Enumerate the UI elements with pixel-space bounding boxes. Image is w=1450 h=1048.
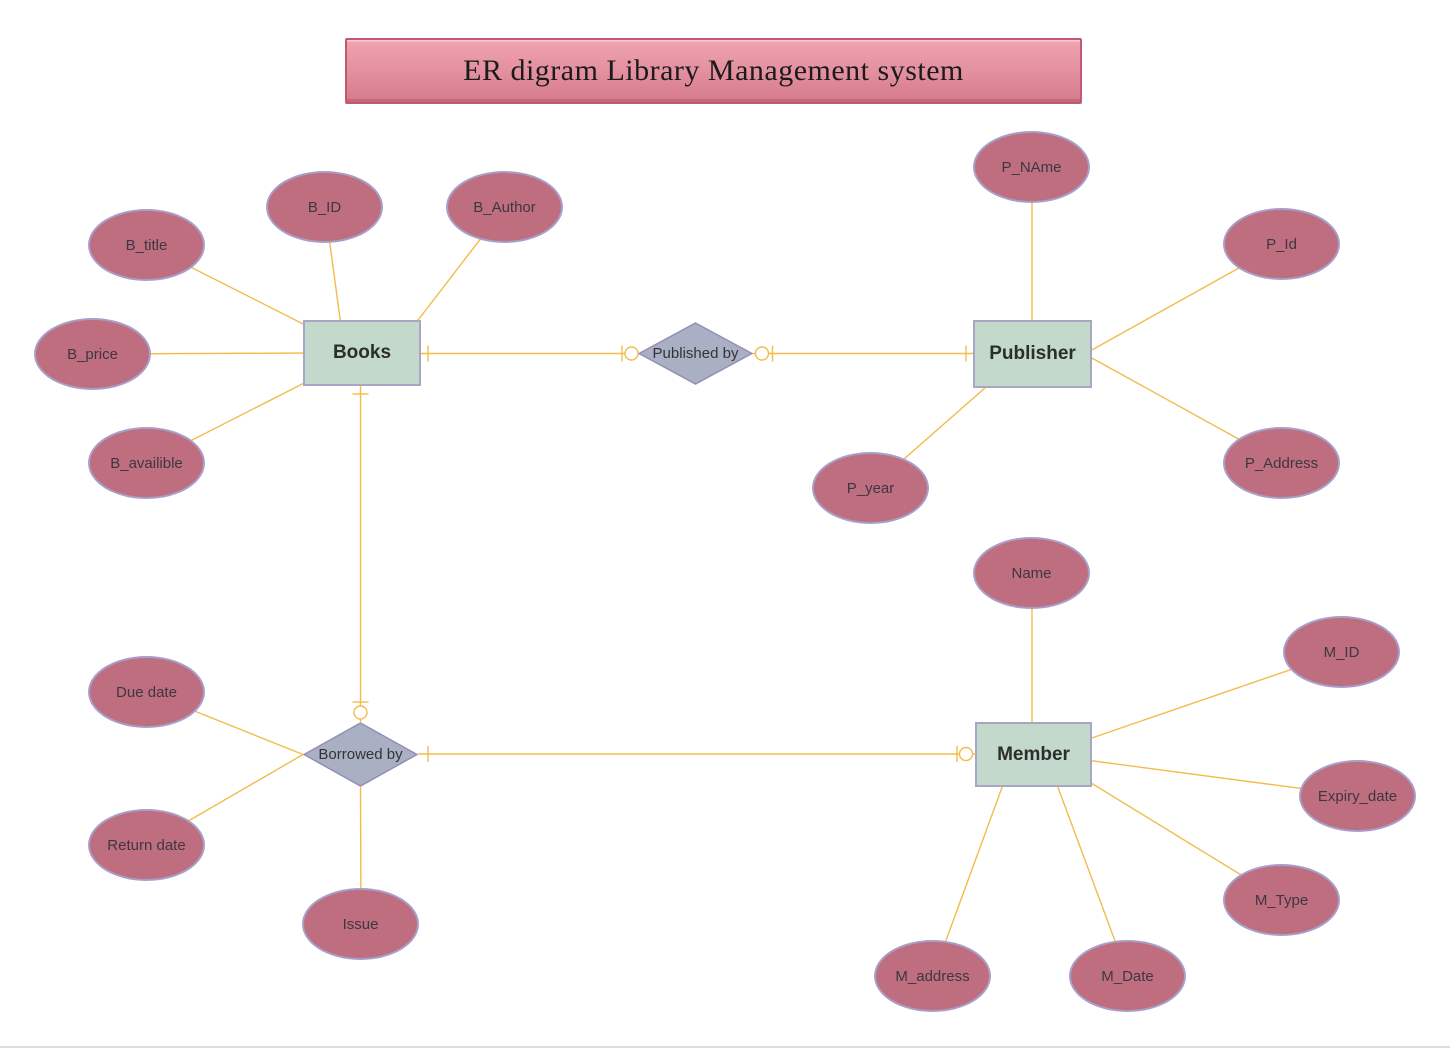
attribute-return-date[interactable]: Return date: [88, 809, 205, 881]
attribute-label: M_Type: [1254, 891, 1309, 909]
title-banner: ER digram Library Management system: [345, 38, 1082, 104]
attribute-label: M_address: [895, 967, 970, 985]
attribute-expiry-date[interactable]: Expiry_date: [1299, 760, 1416, 832]
attribute-b-author[interactable]: B_Author: [446, 171, 563, 243]
attribute-b-title[interactable]: B_title: [88, 209, 205, 281]
attribute-p-year[interactable]: P_year: [812, 452, 929, 524]
attribute-label: Due date: [116, 683, 177, 701]
attribute-p-id[interactable]: P_Id: [1223, 208, 1340, 280]
entity-books-label: Books: [332, 342, 392, 363]
attribute-m-id[interactable]: M_ID: [1283, 616, 1400, 688]
entity-member[interactable]: Member: [975, 722, 1092, 787]
cardinality-circle-publishedby-right: [754, 346, 770, 361]
attribute-label: B_ID: [307, 198, 342, 216]
cardinality-circle-publishedby-left: [624, 346, 639, 361]
entity-member-label: Member: [997, 743, 1070, 765]
diamond-shape: [638, 322, 753, 385]
attribute-label: B_Author: [473, 198, 536, 216]
cardinality-circle-borrowedby-top: [353, 705, 368, 720]
attribute-label: P_Id: [1266, 235, 1297, 253]
entity-publisher-label: Publisher: [989, 343, 1076, 364]
attribute-label: Issue: [342, 915, 379, 933]
attribute-p-address[interactable]: P_Address: [1223, 427, 1340, 499]
entity-books[interactable]: Books: [303, 320, 421, 386]
attribute-label: M_ID: [1323, 643, 1360, 661]
attribute-label: P_year: [846, 479, 895, 497]
attribute-m-address[interactable]: M_address: [874, 940, 991, 1012]
attribute-b-availible[interactable]: B_availible: [88, 427, 205, 499]
attribute-label: B_availible: [110, 454, 183, 472]
diamond-shape: [303, 722, 418, 787]
relationship-borrowed-by-label: Borrowed by: [318, 746, 403, 763]
attribute-label: M_Date: [1101, 967, 1154, 985]
attribute-label: P_Address: [1244, 454, 1319, 472]
entity-publisher[interactable]: Publisher: [973, 320, 1092, 388]
relationship-published-by-label: Published by: [652, 345, 739, 362]
attribute-label: B_title: [125, 236, 168, 254]
attribute-issue[interactable]: Issue: [302, 888, 419, 960]
attribute-label: Expiry_date: [1317, 787, 1398, 805]
relationship-published-by[interactable]: Published by: [638, 322, 753, 385]
attribute-p-name[interactable]: P_NAme: [973, 131, 1090, 203]
attribute-b-id[interactable]: B_ID: [266, 171, 383, 243]
attribute-label: B_price: [67, 345, 118, 363]
page-title: ER digram Library Management system: [463, 54, 964, 87]
attribute-label: Return date: [107, 836, 186, 854]
attribute-due-date[interactable]: Due date: [88, 656, 205, 728]
attribute-m-type[interactable]: M_Type: [1223, 864, 1340, 936]
cardinality-circle-member-left: [958, 746, 974, 762]
attribute-b-price[interactable]: B_price: [34, 318, 151, 390]
attribute-label: P_NAme: [1001, 158, 1062, 176]
attribute-label: Name: [1011, 564, 1052, 582]
attribute-name[interactable]: Name: [973, 537, 1090, 609]
attribute-m-date[interactable]: M_Date: [1069, 940, 1186, 1012]
relationship-borrowed-by[interactable]: Borrowed by: [303, 722, 418, 787]
